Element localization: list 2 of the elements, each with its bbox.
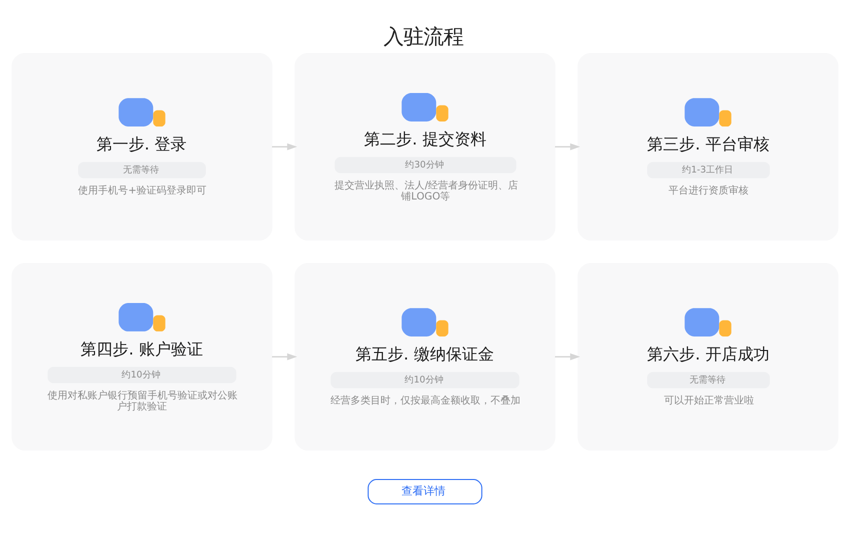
diagram-title: 入驻流程: [383, 24, 464, 48]
label: 查看详情: [402, 484, 446, 498]
